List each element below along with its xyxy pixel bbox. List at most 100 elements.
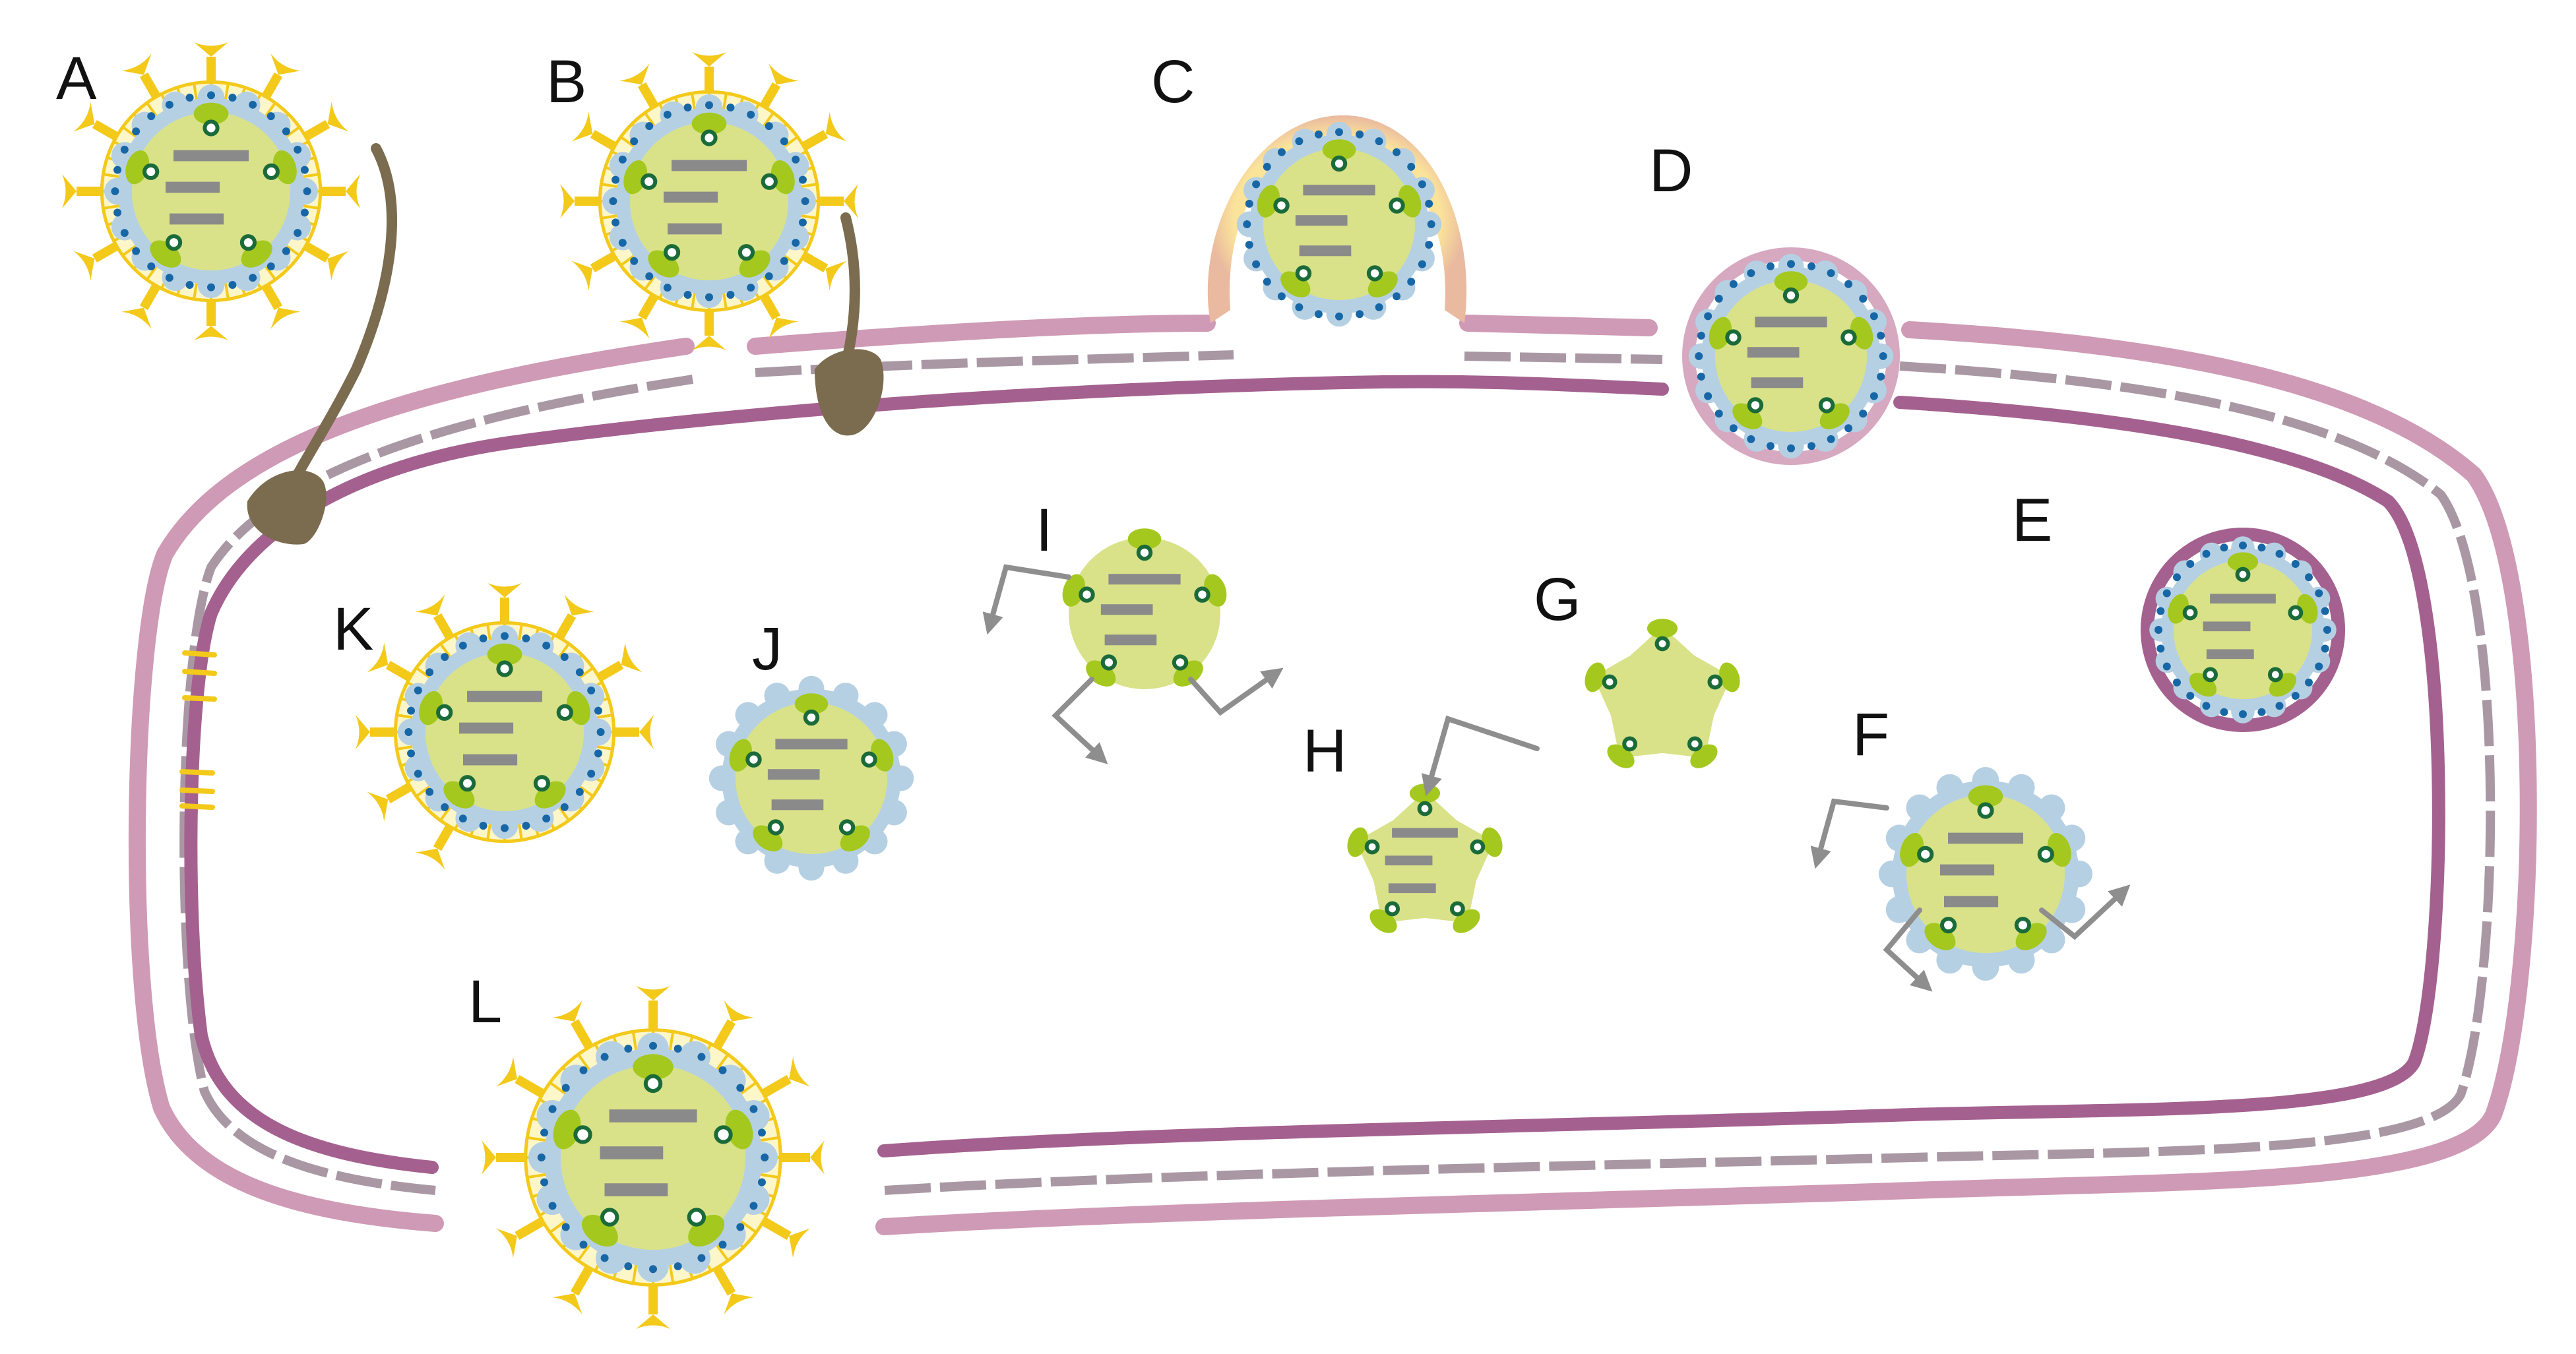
ejection-arrows — [982, 564, 2131, 992]
portal — [838, 819, 856, 836]
membrane-dot — [674, 1045, 682, 1053]
envelope-strut — [396, 745, 413, 751]
portal — [1977, 802, 1994, 819]
vertex — [725, 1109, 753, 1150]
membrane-dot — [1335, 312, 1343, 321]
portal — [2235, 567, 2251, 582]
portal — [1602, 674, 1618, 690]
membrane-dot — [1869, 392, 1878, 400]
envelope-strut — [601, 183, 617, 188]
membrane-dot — [2323, 626, 2331, 634]
membrane-dot — [649, 1041, 657, 1050]
spike-head — [367, 791, 389, 822]
spike-stalk — [637, 293, 659, 321]
membrane-dot — [705, 101, 713, 109]
membrane-dot — [765, 122, 773, 131]
membrane-dot — [801, 197, 809, 205]
portal — [496, 660, 513, 677]
envelope-strut — [596, 714, 613, 719]
capsid-lobe — [1292, 293, 1318, 320]
arrow-i-2 — [1052, 677, 1108, 764]
membrane-dot — [600, 1053, 609, 1061]
membrane-dot — [458, 815, 467, 823]
capsid-lobe — [832, 683, 859, 709]
envelope-strut — [596, 745, 613, 751]
membrane-dot — [618, 239, 627, 247]
capsid-lobe — [764, 847, 790, 874]
membrane-dot — [1729, 424, 1738, 433]
capsid-lobe — [716, 799, 742, 826]
membrane-dot — [594, 706, 602, 715]
membrane-dot — [2275, 549, 2284, 558]
envelope-strut — [439, 642, 451, 658]
arrow-i-3 — [1188, 667, 1284, 716]
envelope-strut — [415, 667, 430, 679]
portal — [1654, 636, 1670, 652]
portal — [745, 751, 762, 768]
spike-head — [415, 848, 445, 870]
spike-head — [270, 307, 301, 329]
membrane-dot — [1407, 162, 1416, 171]
membrane-dot — [587, 770, 596, 778]
pilus-b — [840, 212, 860, 361]
dna-segment — [771, 799, 824, 811]
capsid-lobe — [1906, 794, 1933, 822]
portal — [1136, 544, 1153, 561]
membrane-dot — [792, 155, 800, 164]
spike-stalk — [570, 1265, 594, 1296]
membrane-dot — [540, 1128, 549, 1137]
label-g: G — [1534, 566, 1581, 633]
membrane-dot — [425, 787, 434, 796]
spike-head — [825, 261, 847, 291]
capsid-lobe — [2155, 649, 2180, 673]
membrane-dot — [1807, 442, 1816, 450]
portal — [714, 1125, 733, 1144]
envelope-strut — [601, 214, 617, 220]
portal — [2014, 917, 2032, 934]
spike-head — [356, 715, 370, 749]
vertex — [2047, 833, 2071, 867]
capsid-lobe — [1812, 261, 1838, 287]
capsid-lobe — [679, 1242, 711, 1274]
vertex — [1257, 185, 1280, 218]
cell-wall-right — [883, 361, 2496, 1195]
spike-head — [346, 174, 360, 208]
capsid-lobe — [1885, 896, 1913, 923]
membrane-dot — [1747, 435, 1755, 443]
portal — [263, 163, 280, 180]
spike-stalk — [596, 660, 624, 682]
pilus-base-a — [247, 470, 327, 545]
spike-head — [73, 102, 95, 132]
membrane-dot — [1407, 278, 1416, 286]
membrane-dot — [630, 257, 639, 265]
particle-j — [708, 675, 914, 881]
portal — [1449, 901, 1465, 917]
membrane-dot — [113, 166, 122, 174]
spike-head — [327, 251, 349, 281]
membrane-dot — [1766, 442, 1775, 450]
label-f: F — [1852, 701, 1889, 768]
envelope-strut — [286, 126, 301, 138]
membrane-dot — [300, 208, 309, 217]
membrane-dot — [1427, 220, 1435, 228]
membrane-dot — [1714, 410, 1723, 418]
membrane-dot — [683, 290, 692, 299]
envelope-strut — [801, 183, 817, 188]
membrane-dot — [1425, 199, 1433, 208]
portal — [1939, 917, 1957, 934]
capsid-lobe — [1812, 425, 1838, 452]
membrane-dot — [522, 634, 530, 643]
pilus-base-b — [815, 349, 884, 436]
membrane-dot — [718, 1241, 727, 1249]
spike-head — [692, 336, 726, 350]
portal — [2288, 605, 2304, 621]
capsid-lobe — [862, 702, 888, 728]
portal — [556, 704, 573, 721]
membrane-dot — [1277, 292, 1286, 301]
vertex — [1322, 139, 1356, 161]
label-a: A — [56, 45, 97, 112]
capsid-lobe — [162, 264, 189, 292]
envelope-strut — [784, 255, 799, 266]
capsid-lobe — [1972, 954, 1999, 981]
